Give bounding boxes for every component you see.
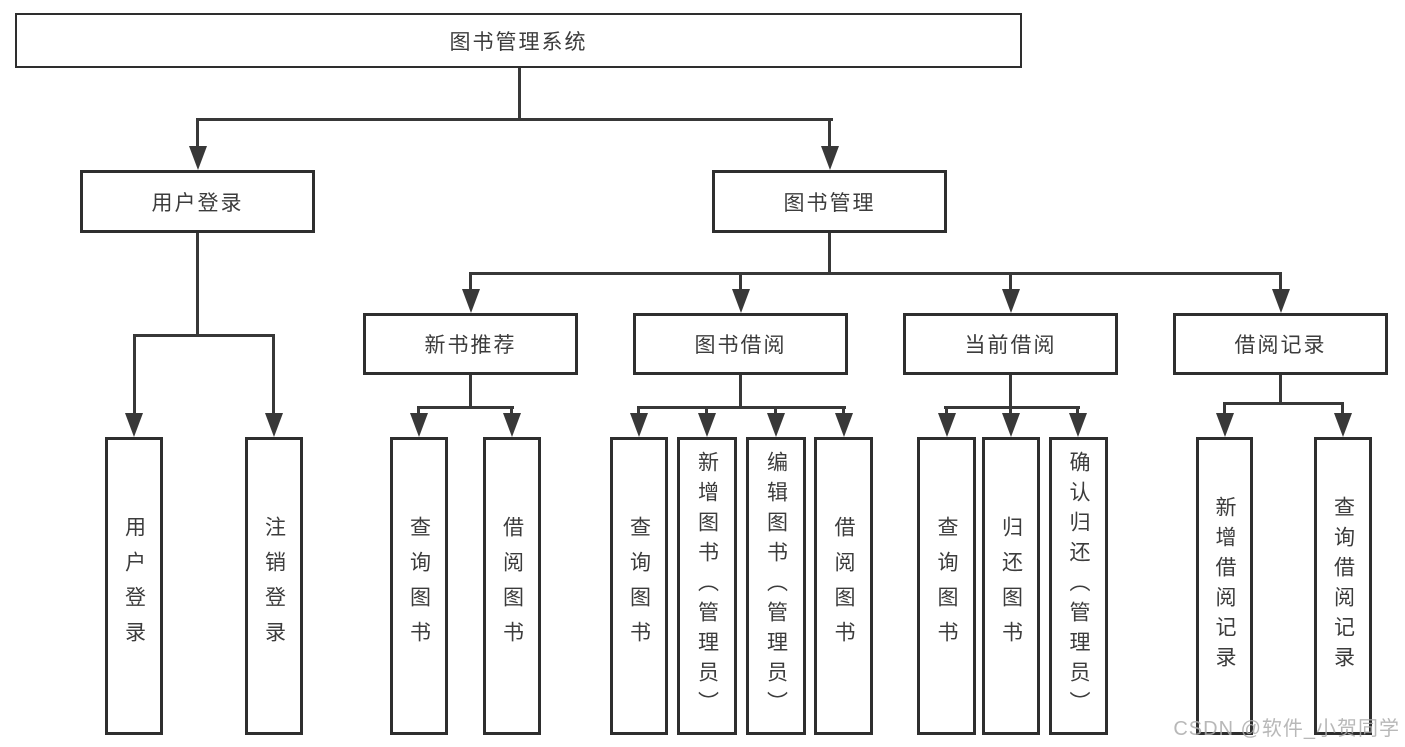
- leaf-label: 确认归还（管理员）: [1067, 451, 1090, 721]
- arrow-down-icon: [834, 413, 853, 437]
- connector-line: [739, 275, 742, 295]
- connector-line: [1009, 275, 1012, 295]
- leaf-label: 查询借阅记录: [1331, 496, 1355, 676]
- connector-line: [944, 406, 1080, 409]
- leaf-return-book: 归还图书: [982, 437, 1040, 735]
- leaf-query-books-borrow: 查询图书: [610, 437, 668, 735]
- leaf-label: 查询图书: [407, 516, 431, 656]
- arrow-down-icon: [125, 413, 143, 437]
- connector-line: [196, 233, 199, 337]
- leaf-label: 查询图书: [627, 516, 651, 656]
- leaf-label: 借阅图书: [500, 516, 524, 656]
- connector-line: [1341, 405, 1344, 417]
- leaf-label: 归还图书: [999, 516, 1023, 656]
- connector-line: [469, 375, 472, 409]
- connector-line: [469, 275, 472, 295]
- connector-line: [417, 406, 514, 409]
- leaf-confirm-return-admin: 确认归还（管理员）: [1049, 437, 1108, 735]
- arrow-down-icon: [937, 413, 956, 437]
- connector-line: [1279, 375, 1282, 405]
- node-label: 新书推荐: [424, 334, 517, 357]
- node-user-login: 用户登录: [80, 170, 315, 233]
- arrow-down-icon: [1069, 413, 1087, 437]
- leaf-borrow-books: 借阅图书: [814, 437, 873, 735]
- arrow-down-icon: [698, 413, 716, 437]
- node-label: 图书管理系统: [449, 30, 588, 54]
- arrow-down-icon: [1334, 413, 1352, 437]
- leaf-label: 用户登录: [122, 516, 146, 656]
- connector-line: [637, 406, 846, 409]
- arrow-down-icon: [461, 289, 480, 313]
- connector-line: [133, 334, 275, 337]
- connector-line: [1279, 275, 1282, 295]
- connector-line: [828, 121, 831, 151]
- leaf-query-borrow-record: 查询借阅记录: [1314, 437, 1372, 735]
- arrow-down-icon: [1271, 289, 1290, 313]
- connector-line: [518, 68, 521, 120]
- arrow-down-icon: [503, 413, 521, 437]
- csdn-watermark: CSDN @软件_小贺同学: [1173, 718, 1400, 740]
- arrow-down-icon: [630, 413, 648, 437]
- leaf-add-borrow-record: 新增借阅记录: [1196, 437, 1253, 735]
- leaf-label: 查询图书: [935, 516, 958, 656]
- node-borrowing-records: 借阅记录: [1173, 313, 1388, 375]
- connector-line: [1009, 375, 1012, 409]
- leaf-label: 新增借阅记录: [1213, 496, 1236, 676]
- arrow-down-icon: [1215, 413, 1234, 437]
- leaf-query-books-recommend: 查询图书: [390, 437, 448, 735]
- node-new-book-recommendation: 新书推荐: [363, 313, 578, 375]
- arrow-down-icon: [1002, 413, 1020, 437]
- arrow-down-icon: [820, 146, 839, 170]
- connector-line: [739, 375, 742, 409]
- connector-line: [196, 121, 199, 151]
- node-library-management-system: 图书管理系统: [15, 13, 1022, 68]
- arrow-down-icon: [1001, 289, 1020, 313]
- node-label: 借阅记录: [1234, 334, 1327, 357]
- connector-line: [196, 118, 833, 121]
- node-book-borrowing: 图书借阅: [633, 313, 848, 375]
- node-label: 图书借阅: [694, 334, 787, 357]
- leaf-borrow-books-recommend: 借阅图书: [483, 437, 541, 735]
- connector-line: [828, 233, 831, 275]
- node-current-borrowing: 当前借阅: [903, 313, 1118, 375]
- arrow-down-icon: [731, 289, 750, 313]
- leaf-logout: 注销登录: [245, 437, 303, 735]
- connector-line: [469, 272, 1282, 275]
- leaf-label: 编辑图书（管理员）: [764, 451, 788, 721]
- node-book-management: 图书管理: [712, 170, 947, 233]
- leaf-label: 注销登录: [262, 516, 286, 656]
- arrow-down-icon: [766, 413, 785, 437]
- node-label: 当前借阅: [964, 334, 1057, 357]
- leaf-edit-book-admin: 编辑图书（管理员）: [746, 437, 806, 735]
- arrow-down-icon: [188, 146, 207, 170]
- connector-line: [1223, 405, 1226, 417]
- leaf-user-login: 用户登录: [105, 437, 163, 735]
- leaf-add-book-admin: 新增图书（管理员）: [677, 437, 737, 735]
- arrow-down-icon: [410, 413, 428, 437]
- leaf-label: 新增图书（管理员）: [695, 451, 719, 721]
- leaf-label: 借阅图书: [832, 516, 855, 656]
- leaf-query-books-current: 查询图书: [917, 437, 976, 735]
- connector-line: [272, 337, 275, 417]
- node-label: 用户登录: [151, 191, 244, 215]
- arrow-down-icon: [264, 413, 283, 437]
- connector-line: [133, 337, 136, 417]
- connector-line: [1223, 402, 1344, 405]
- node-label: 图书管理: [783, 191, 876, 215]
